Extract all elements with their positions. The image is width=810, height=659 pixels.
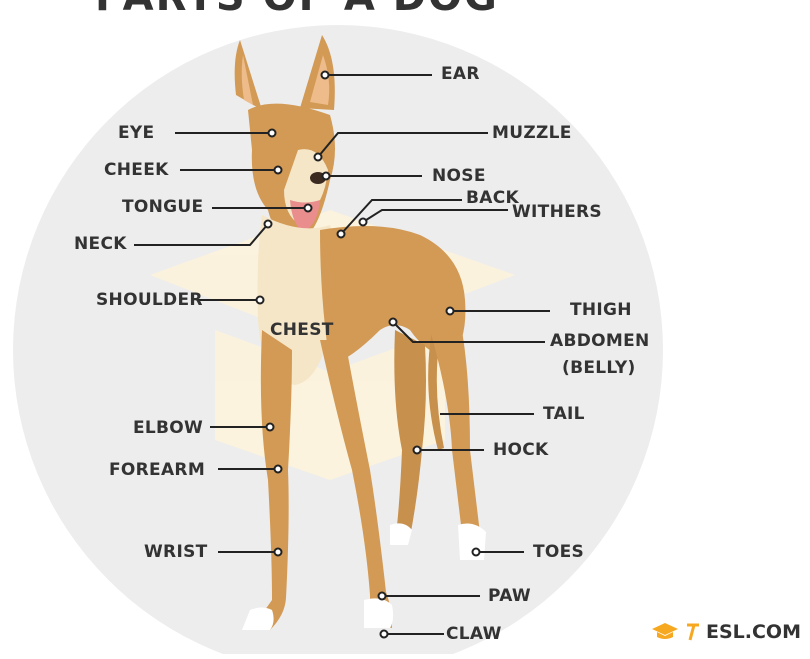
label-forearm: FOREARM [109, 460, 205, 480]
label-thigh: THIGH [570, 300, 632, 320]
label-wrist: WRIST [144, 542, 208, 562]
label-eye: EYE [118, 123, 154, 143]
label-paw: PAW [488, 586, 531, 606]
label-claw: CLAW [446, 624, 502, 644]
graduation-cap-icon [650, 622, 680, 642]
label-toes: TOES [533, 542, 584, 562]
label-withers: WITHERS [512, 202, 602, 222]
label-chest: CHEST [270, 320, 334, 340]
brand-text: ESL.COM [706, 621, 801, 643]
label-hock: HOCK [493, 440, 549, 460]
brand-e-mark [686, 623, 700, 641]
label-ear: EAR [441, 64, 480, 84]
label-elbow: ELBOW [133, 418, 203, 438]
label-abdomen: ABDOMEN [550, 331, 650, 351]
label-belly: (BELLY) [562, 358, 636, 378]
label-neck: NECK [74, 234, 127, 254]
label-muzzle: MUZZLE [492, 123, 572, 143]
page-title: PARTS OF A DOG [95, 0, 499, 20]
brand-logo: ESL.COM [650, 621, 801, 643]
label-tail: TAIL [543, 404, 585, 424]
label-shoulder: SHOULDER [96, 290, 203, 310]
label-cheek: CHEEK [104, 160, 169, 180]
label-nose: NOSE [432, 166, 486, 186]
label-tongue: TONGUE [122, 197, 203, 217]
